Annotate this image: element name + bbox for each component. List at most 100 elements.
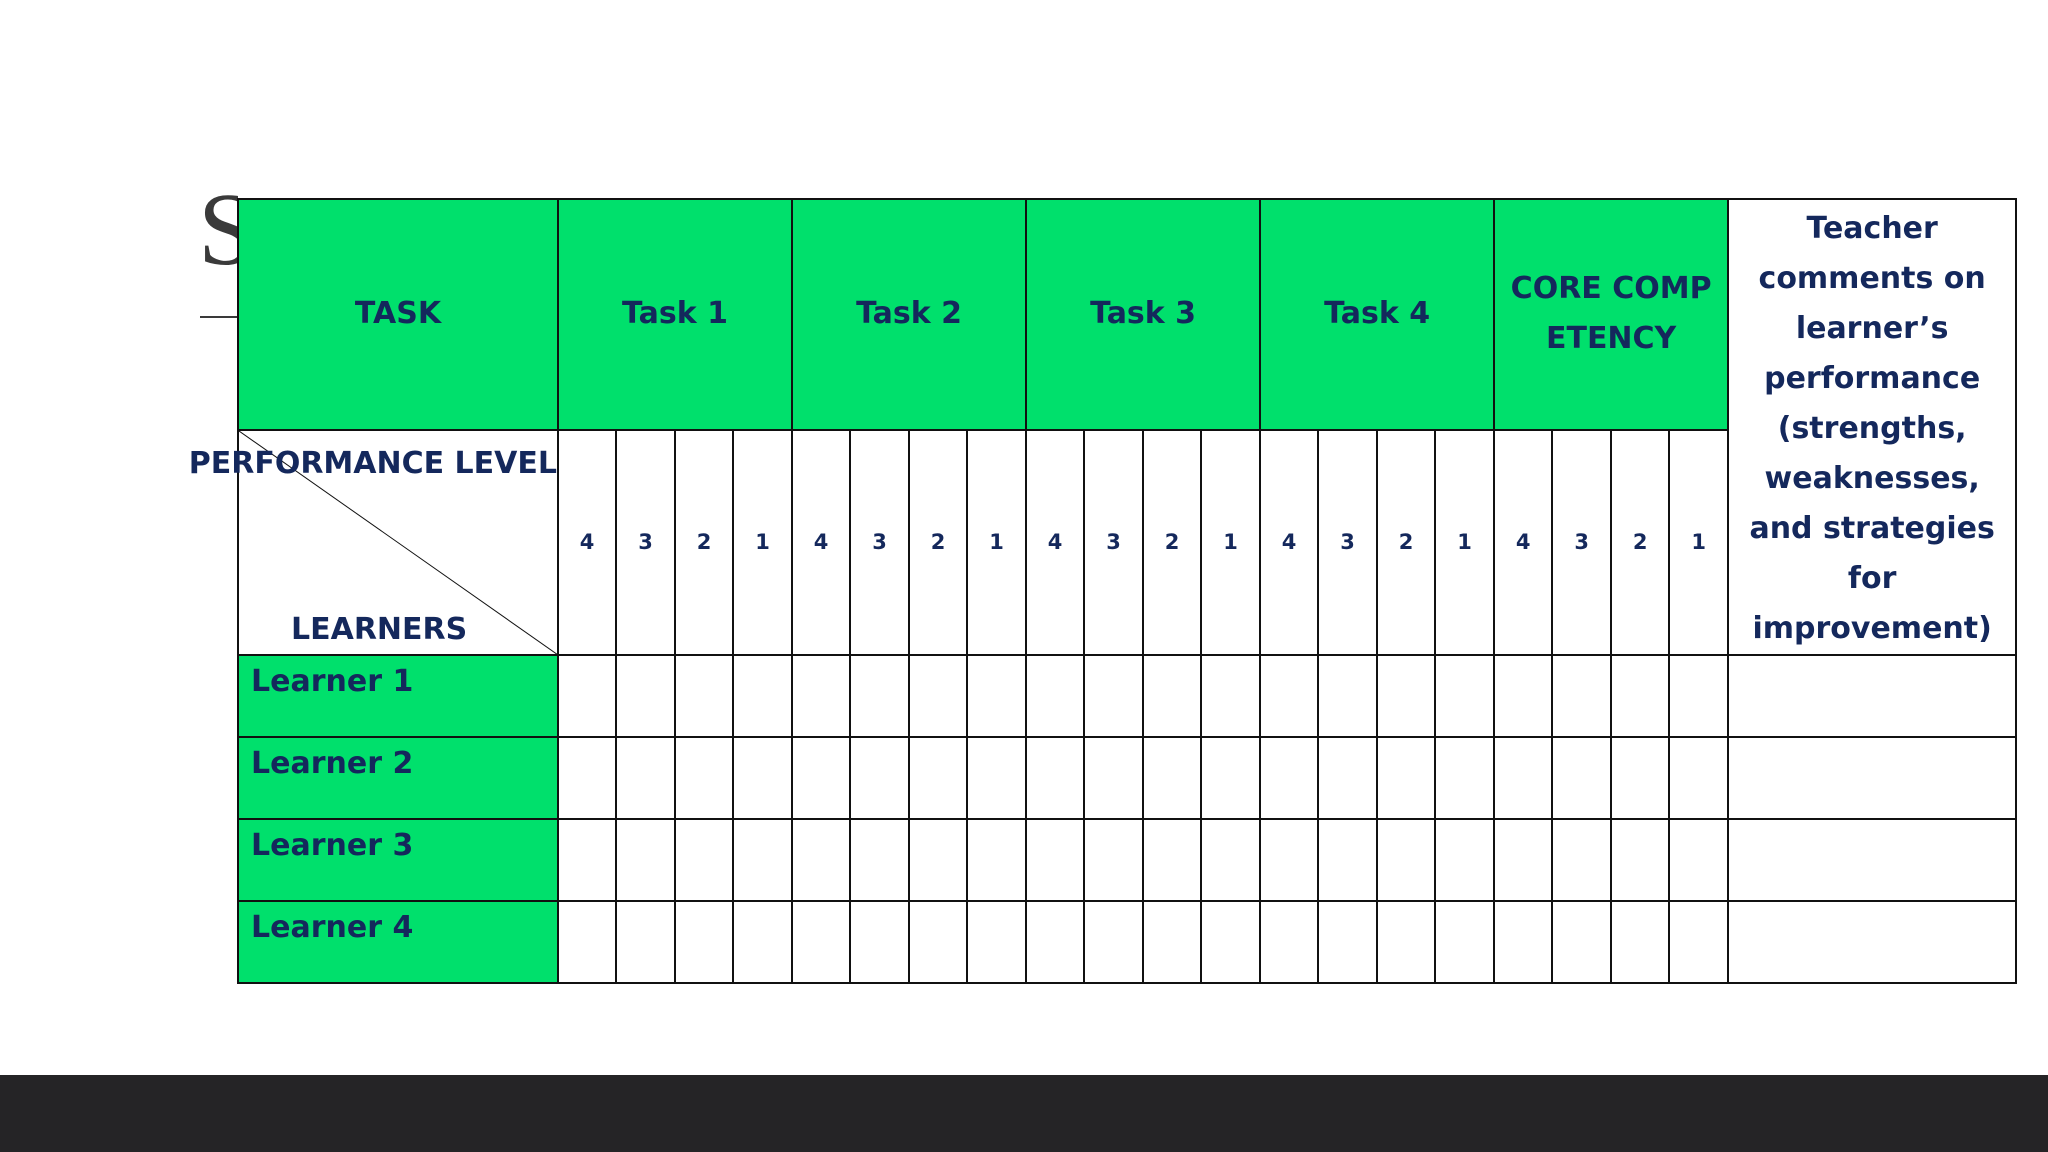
score-cell[interactable] [1668,736,1730,820]
level-cell: 2 [1142,428,1203,657]
score-cell[interactable] [849,736,911,820]
score-cell[interactable] [791,818,852,902]
score-cell[interactable] [1025,900,1086,984]
score-cell[interactable] [791,900,852,984]
score-cell[interactable] [1259,736,1320,820]
comment-cell[interactable] [1727,654,2018,738]
score-cell[interactable] [557,736,617,820]
score-cell[interactable] [1434,900,1496,984]
score-cell[interactable] [1376,900,1437,984]
score-cell[interactable] [615,900,676,984]
score-cell[interactable] [674,654,734,738]
score-cell[interactable] [1083,818,1145,902]
score-cell[interactable] [908,654,969,738]
score-cell[interactable] [1142,654,1203,738]
score-cell[interactable] [1493,654,1554,738]
core-competency-header: CORE COMPETENCY [1493,198,1730,431]
score-cell[interactable] [731,654,794,738]
level-cell: 3 [1317,428,1379,657]
score-cell[interactable] [1668,818,1730,902]
score-cell[interactable] [1025,818,1086,902]
score-cell[interactable] [674,900,734,984]
score-cell[interactable] [1317,900,1379,984]
score-cell[interactable] [1200,654,1262,738]
score-cell[interactable] [1259,654,1320,738]
score-cell[interactable] [731,736,794,820]
comment-cell[interactable] [1727,900,2018,984]
title-underline [200,316,240,318]
score-cell[interactable] [1668,900,1730,984]
score-cell[interactable] [1025,736,1086,820]
comment-cell[interactable] [1727,818,2018,902]
score-cell[interactable] [615,654,676,738]
score-cell[interactable] [1200,900,1262,984]
score-cell[interactable] [731,818,794,902]
score-cell[interactable] [1610,900,1671,984]
score-cell[interactable] [1317,654,1379,738]
score-cell[interactable] [966,818,1028,902]
level-cell: 2 [674,428,734,657]
score-cell[interactable] [1610,736,1671,820]
score-cell[interactable] [1083,900,1145,984]
score-cell[interactable] [1610,654,1671,738]
score-cell[interactable] [1551,818,1613,902]
score-cell[interactable] [674,818,734,902]
score-cell[interactable] [1610,818,1671,902]
score-cell[interactable] [1317,818,1379,902]
score-cell[interactable] [1493,736,1554,820]
comment-cell[interactable] [1727,736,2018,820]
score-cell[interactable] [1259,900,1320,984]
level-cell: 2 [1376,428,1437,657]
score-cell[interactable] [557,818,617,902]
score-cell[interactable] [1493,900,1554,984]
score-cell[interactable] [908,818,969,902]
score-cell[interactable] [791,654,852,738]
score-cell[interactable] [1376,818,1437,902]
level-cell: 3 [615,428,676,657]
score-cell[interactable] [1142,818,1203,902]
score-cell[interactable] [731,900,794,984]
score-cell[interactable] [966,736,1028,820]
score-cell[interactable] [1551,900,1613,984]
performance-level-row: PERFORMANCE LEVEL LEARNERS 4 3 2 1 4 3 2… [189,428,2016,657]
score-cell[interactable] [674,736,734,820]
score-cell[interactable] [908,900,969,984]
level-cell: 2 [1610,428,1671,657]
learner-1-label: Learner 1 [237,654,559,738]
score-cell[interactable] [615,818,676,902]
level-cell: 4 [1259,428,1320,657]
score-cell[interactable] [1551,654,1613,738]
score-cell[interactable] [1200,818,1262,902]
score-cell[interactable] [1142,900,1203,984]
score-cell[interactable] [1668,654,1730,738]
learners-label: LEARNERS [291,612,468,647]
level-cell: 1 [731,428,794,657]
score-cell[interactable] [1200,736,1262,820]
score-cell[interactable] [966,900,1028,984]
score-cell[interactable] [1142,736,1203,820]
score-cell[interactable] [1083,736,1145,820]
score-cell[interactable] [1376,654,1437,738]
score-cell[interactable] [791,736,852,820]
task-header: TASK [237,198,559,431]
score-cell[interactable] [1434,818,1496,902]
score-cell[interactable] [557,900,617,984]
score-cell[interactable] [1376,736,1437,820]
score-cell[interactable] [849,818,911,902]
level-cell: 4 [1025,428,1086,657]
score-cell[interactable] [1083,654,1145,738]
score-cell[interactable] [557,654,617,738]
score-cell[interactable] [1025,654,1086,738]
score-cell[interactable] [966,654,1028,738]
score-cell[interactable] [849,654,911,738]
score-cell[interactable] [1317,736,1379,820]
score-cell[interactable] [1493,818,1554,902]
score-cell[interactable] [908,736,969,820]
score-cell[interactable] [615,736,676,820]
score-cell[interactable] [1434,736,1496,820]
bottom-bar [0,1075,2048,1152]
score-cell[interactable] [1259,818,1320,902]
score-cell[interactable] [1434,654,1496,738]
score-cell[interactable] [1551,736,1613,820]
score-cell[interactable] [849,900,911,984]
